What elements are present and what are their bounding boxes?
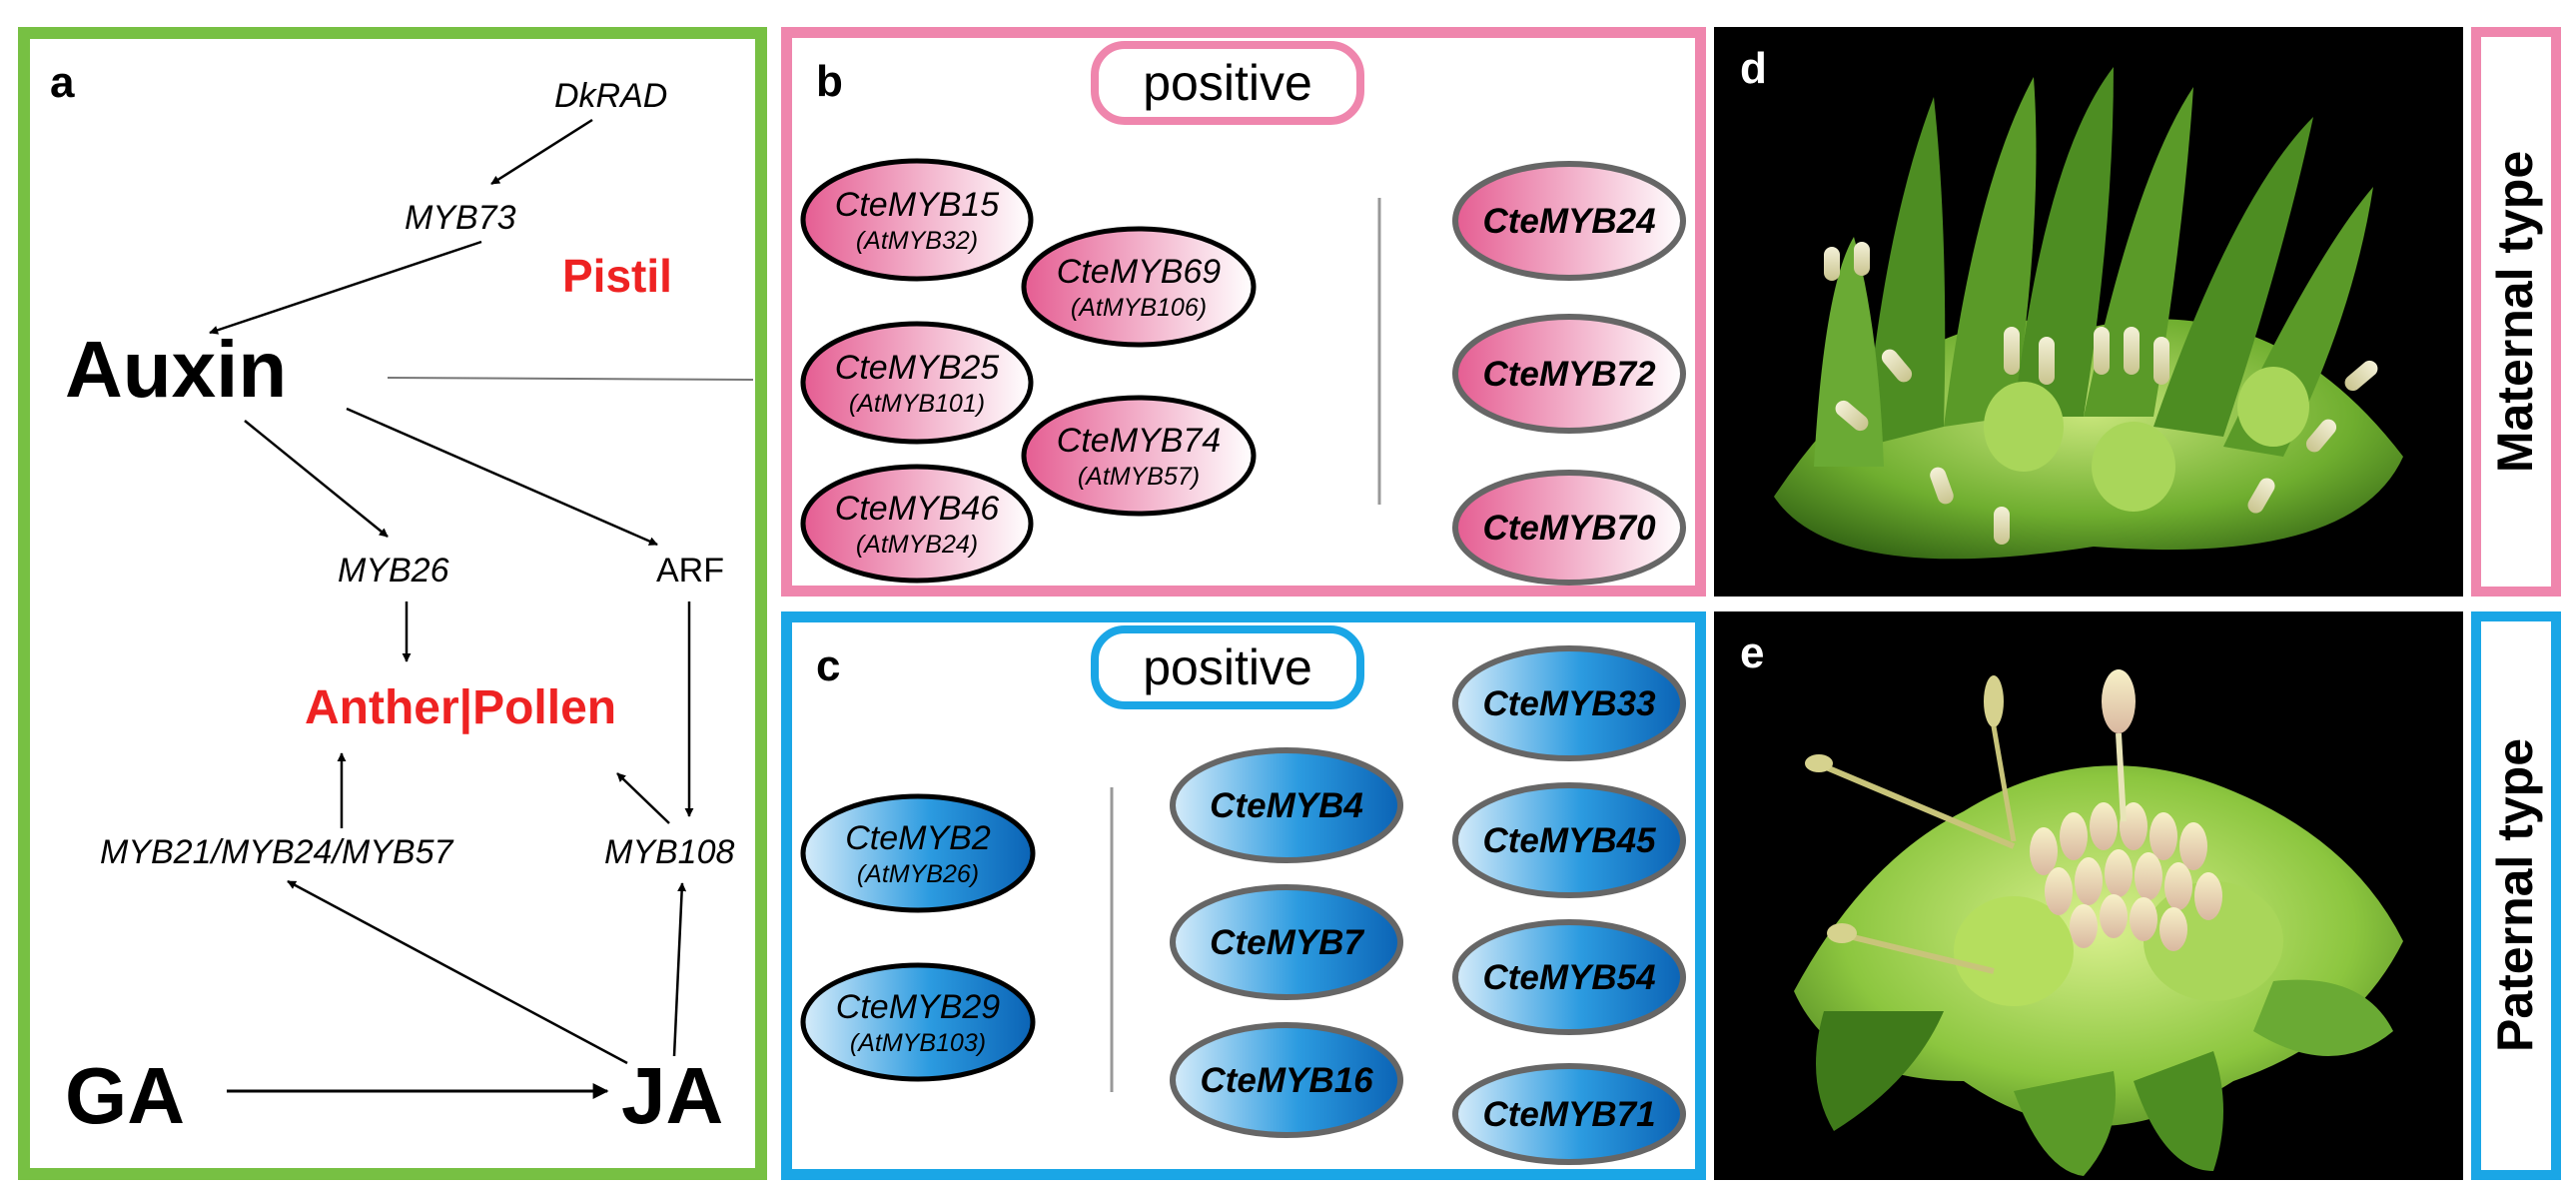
myb-node [1021,226,1257,348]
myb-name: CteMYB25 [835,349,999,387]
myb-ortholog: (AtMYB106) [1071,294,1207,322]
node-myb26: MYB26 [338,552,449,590]
myb-name: CteMYB54 [1482,958,1655,997]
title-c: positive [1143,639,1312,695]
arrow-auxin-to-myb26 [244,420,389,538]
myb-name: CteMYB71 [1482,1095,1655,1134]
node-dkrad: DkRAD [554,77,667,115]
myb-name: CteMYB69 [1057,253,1221,291]
myb-node [1170,747,1403,863]
myb-node [800,793,1036,913]
arrow-ja-to-myb21 [287,879,628,1065]
node-arf: ARF [656,552,724,590]
side-label-maternal-svg: Maternal type [2487,151,2543,473]
photo-maternal-flower: d [1714,27,2463,597]
myb-name: CteMYB16 [1200,1061,1373,1100]
myb-name: CteMYB24 [1482,202,1655,241]
arrow-myb73-to-auxin [209,240,482,335]
myb-name: CteMYB4 [1210,786,1363,825]
myb-ortholog: (AtMYB101) [849,390,985,418]
flower-e [1794,669,2403,1176]
arrow-dkrad-to-myb73 [490,118,593,186]
myb-name: CteMYB15 [835,186,999,224]
myb-ortholog: (AtMYB57) [1078,463,1200,491]
maternal-type-label: Maternal type [2487,151,2543,473]
title-box-c [1091,625,1364,709]
panel-b-diagram: b positive CteMYB15 (AtMYB32) CteMYB25 (… [800,41,1686,586]
myb-node [1452,782,1686,898]
flower-d [1774,67,2403,560]
myb-name: CteMYB74 [1057,422,1221,460]
myb-name: CteMYB2 [845,819,991,857]
label-anther-pollen: Anther|Pollen [305,681,616,734]
node-myb21-myb24-myb57: MYB21/MYB24/MYB57 [100,833,453,871]
myb-name: CteMYB29 [836,988,1000,1026]
myb-ortholog: (AtMYB24) [856,531,978,559]
node-myb108: MYB108 [604,833,734,871]
panel-label-a: a [50,58,75,107]
myb-node [1452,314,1686,434]
myb-node [1452,645,1686,761]
node-ja: JA [621,1051,723,1140]
myb-node [800,962,1036,1082]
panel-label-d: d [1740,44,1767,93]
myb-node [800,464,1034,584]
myb-node [1170,884,1403,1000]
arrow-auxin-to-arf [346,407,658,547]
panel-c-diagram: c positive CteMYB2 (AtMYB26) CteMYB29 (A… [800,625,1686,1165]
side-label-paternal-svg: Paternal type [2487,738,2543,1052]
myb-name: CteMYB46 [835,490,999,528]
myb-name: CteMYB33 [1482,684,1656,723]
myb-node [1452,1063,1686,1165]
panel-label-c: c [816,641,840,690]
side-label-maternal: Maternal type [2471,27,2561,597]
myb-name: CteMYB70 [1482,509,1656,548]
myb-node [1452,470,1686,586]
anther-cluster [1805,669,2222,974]
myb-node [1452,919,1686,1035]
title-b: positive [1143,55,1312,111]
pathway-diagram: a DkRAD MYB73 Pistil Auxin MYB26 ARF Ant… [50,58,754,1140]
node-ga: GA [65,1051,185,1140]
photo-paternal-flower: e [1714,611,2463,1180]
side-label-paternal: Paternal type [2471,611,2561,1180]
arrow-myb108-to-pollen [616,772,670,824]
maternal-flower-illustration: d [1740,44,2403,560]
panel-label-b: b [816,57,843,106]
panel-b-pistil-positive: b positive CteMYB15 (AtMYB32) CteMYB25 (… [781,27,1706,597]
panel-c-anther-positive: c positive CteMYB2 (AtMYB26) CteMYB29 (A… [781,611,1706,1180]
myb-ortholog: (AtMYB26) [857,860,979,888]
myb-ortholog: (AtMYB103) [850,1029,986,1057]
arrow-ja-to-myb108 [672,882,687,1057]
myb-node [800,321,1034,445]
panel-a-pathway: a DkRAD MYB73 Pistil Auxin MYB26 ARF Ant… [18,27,767,1180]
node-auxin: Auxin [65,325,287,414]
myb-node [1170,1022,1403,1138]
myb-name: CteMYB72 [1482,355,1656,394]
paternal-type-label: Paternal type [2487,738,2543,1052]
label-pistil: Pistil [562,250,672,302]
myb-ortholog: (AtMYB32) [856,227,978,255]
divider-line [387,377,754,381]
paternal-flower-illustration: e [1740,628,2403,1176]
myb-node [1021,395,1257,517]
myb-name: CteMYB7 [1210,923,1364,962]
panel-label-e: e [1740,628,1764,677]
title-box-b [1091,41,1364,125]
myb-node [800,158,1034,282]
myb-node [1452,161,1686,281]
node-myb73: MYB73 [405,199,516,237]
myb-name: CteMYB45 [1482,821,1656,860]
